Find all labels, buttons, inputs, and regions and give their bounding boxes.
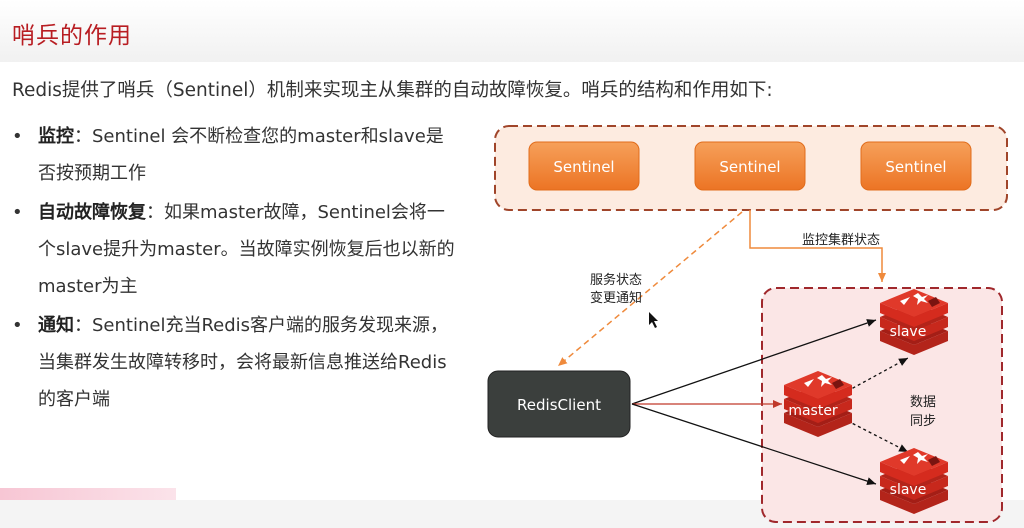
decorative-pink-bar xyxy=(0,488,176,502)
redis-slave-node: slave xyxy=(880,448,948,514)
monitor-connector xyxy=(749,210,886,282)
sentinel-node: Sentinel xyxy=(694,141,806,191)
redis-master-node: master xyxy=(784,371,852,437)
sync-arrow xyxy=(841,417,909,453)
sentinel-node: Sentinel xyxy=(528,141,640,191)
slave-label: slave xyxy=(890,324,927,340)
bullet-text: ：Sentinel 会不断检查您的master和slave是否按预期工作 xyxy=(38,126,444,184)
redis-client-label: RedisClient xyxy=(517,396,601,414)
bullet-dot: • xyxy=(12,202,23,223)
client-to-slave-arrow xyxy=(631,319,877,405)
bullet-monitor: • 监控：Sentinel 会不断检查您的master和slave是否按预期工作 xyxy=(12,118,457,192)
sync-arrow xyxy=(841,357,909,395)
bullet-heading: 自动故障恢复 xyxy=(38,202,146,223)
sentinel-label: Sentinel xyxy=(885,158,946,176)
redis-logo-icon xyxy=(880,289,948,355)
slave-label: slave xyxy=(890,482,927,498)
client-to-slave-arrow xyxy=(631,403,877,485)
notify-label-2: 变更通知 xyxy=(590,290,642,306)
sync-label-1: 数据 xyxy=(910,395,936,410)
redis-logo-icon xyxy=(880,448,948,514)
page-title: 哨兵的作用 xyxy=(12,23,132,49)
bullet-notify: • 通知：Sentinel充当Redis客户端的服务发现来源，当集群发生故障转移… xyxy=(12,307,457,418)
bullet-text: ：Sentinel充当Redis客户端的服务发现来源，当集群发生故障转移时，会将… xyxy=(38,315,449,410)
sync-label-2: 同步 xyxy=(910,414,936,429)
sentinel-label: Sentinel xyxy=(553,158,614,176)
notify-connector xyxy=(557,211,743,367)
sentinel-label: Sentinel xyxy=(719,158,780,176)
monitor-label: 监控集群状态 xyxy=(802,232,880,248)
intro-text: Redis提供了哨兵（Sentinel）机制来实现主从集群的自动故障恢复。哨兵的… xyxy=(12,80,773,101)
master-label: master xyxy=(788,403,838,419)
redis-client-node: RedisClient xyxy=(487,370,631,438)
notify-label-1: 服务状态 xyxy=(590,272,642,288)
bullet-text: ：如果master故障，Sentinel会将一个slave提升为master。当… xyxy=(38,202,455,297)
bullet-heading: 通知 xyxy=(38,315,74,336)
bullet-heading: 监控 xyxy=(38,126,74,147)
mouse-cursor-icon xyxy=(649,312,658,328)
title-bar xyxy=(0,0,1024,62)
redis-slave-node: slave xyxy=(880,289,948,355)
sentinel-node: Sentinel xyxy=(860,141,972,191)
bullet-dot: • xyxy=(12,315,23,336)
feature-list: • 监控：Sentinel 会不断检查您的master和slave是否按预期工作… xyxy=(12,118,457,420)
bullet-dot: • xyxy=(12,126,23,147)
bullet-failover: • 自动故障恢复：如果master故障，Sentinel会将一个slave提升为… xyxy=(12,194,457,305)
